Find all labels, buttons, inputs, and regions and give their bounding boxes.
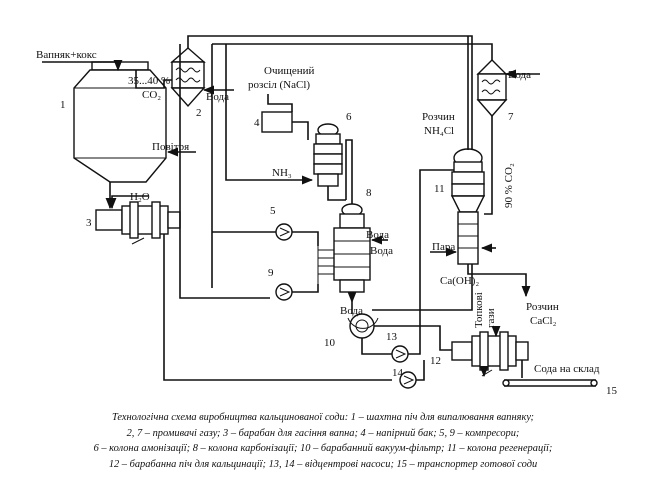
number-11: 11 (434, 183, 445, 195)
feed-line (42, 59, 123, 72)
filtrate-line (361, 169, 456, 355)
washer7-gas-out (212, 43, 493, 60)
co2-label: CO₂ (142, 89, 161, 101)
water-label-e: Вода (508, 69, 531, 81)
water-label-d: Вода (340, 305, 363, 317)
brine-to-column6 (292, 121, 309, 140)
filter-to-drum (374, 325, 452, 351)
number-4: 4 (254, 117, 260, 129)
water-label-a: Вода (206, 91, 229, 103)
soda-ash-process-flow-diagram: Вапняк+кокс 35...40 % CO₂ Вода Повітря H… (36, 35, 618, 397)
pump-14 (399, 371, 417, 389)
brine-line (267, 94, 293, 112)
carbonization-column-8 (333, 203, 371, 293)
gas-washer-2 (170, 47, 206, 108)
number-9: 9 (268, 267, 274, 279)
figure-caption: Технологічна схема виробництва кальцинов… (0, 410, 646, 472)
caoh2-label: Ca(OH)₂ (440, 275, 479, 287)
co2-manifold (317, 246, 334, 284)
co2-90-line (484, 104, 493, 215)
number-1: 1 (60, 99, 66, 111)
feed-label: Вапняк+кокс (36, 49, 97, 61)
number-5: 5 (270, 205, 276, 217)
flue-gas-label-2: гази (485, 308, 497, 328)
vacuum-filter-10 (347, 313, 379, 339)
gas-washer-7 (476, 59, 508, 118)
pump14-line (416, 360, 425, 381)
solution-nh4cl-label-1: Розчин (422, 111, 455, 123)
conveyor-15 (502, 379, 598, 387)
number-13: 13 (386, 331, 398, 343)
column6-to-8 (345, 139, 353, 204)
solution-cacl2-label-2: CaCl₂ (530, 315, 557, 327)
solution-cacl2-label-1: Розчин (526, 301, 559, 313)
h2o-line (107, 195, 148, 210)
number-8: 8 (366, 187, 372, 199)
steam-label: Пара (432, 241, 455, 253)
washer2-gas-out (187, 35, 473, 311)
nh3-label: NH₃ (272, 167, 292, 179)
solution-nh4cl-label-2: NH₄Cl (424, 125, 454, 137)
water-label-c: Вода (370, 245, 393, 257)
number-7: 7 (508, 111, 514, 123)
number-15: 15 (606, 385, 618, 397)
number-10: 10 (324, 337, 336, 349)
head-tank-4 (261, 111, 293, 133)
air-label: Повітря (152, 141, 189, 153)
brine-label-2: розсіл (NaCl) (248, 79, 310, 91)
pump-13 (391, 345, 409, 363)
lime-milk-line (163, 234, 392, 381)
co2-90-label: 90 % CO₂ (503, 163, 515, 208)
compressor-9 (275, 283, 293, 301)
caption-line-2: 2, 7 – промивачі газу; 3 – барабан для г… (126, 427, 520, 439)
flue-gas-label-1: Топкові (473, 292, 485, 328)
caption-line-1: Технологічна схема виробництва кальцинов… (111, 412, 534, 423)
compressor-loop-line (179, 44, 270, 299)
number-6: 6 (346, 111, 352, 123)
compressor-5 (275, 223, 293, 241)
cacl2-outlet (467, 264, 531, 298)
soda-store-label: Сода на склад (534, 363, 600, 375)
number-12: 12 (430, 355, 441, 367)
compressor9-line (292, 284, 319, 293)
caption-line-4: 12 – барабанна піч для кальцинації; 13, … (108, 458, 538, 470)
kiln-co2-line (135, 70, 172, 89)
compressor5-line (212, 231, 319, 246)
co2-range-label: 35...40 % (128, 75, 170, 87)
water-label-b: Вода (366, 229, 389, 241)
number-2: 2 (196, 107, 202, 119)
ammonization-column-6 (313, 123, 343, 187)
slaking-drum-3 (95, 201, 181, 245)
calcination-drum-12 (451, 331, 529, 377)
column6-outlet (327, 186, 346, 201)
number-14: 14 (392, 367, 404, 379)
caption-line-3: 6 – колона амонізації; 8 – колона карбон… (93, 443, 553, 454)
regeneration-column-11 (450, 148, 486, 265)
brine-label-1: Очищений (264, 65, 314, 77)
number-3: 3 (86, 217, 92, 229)
nh3-line (225, 44, 314, 185)
h2o-label: H₂O (130, 191, 150, 203)
